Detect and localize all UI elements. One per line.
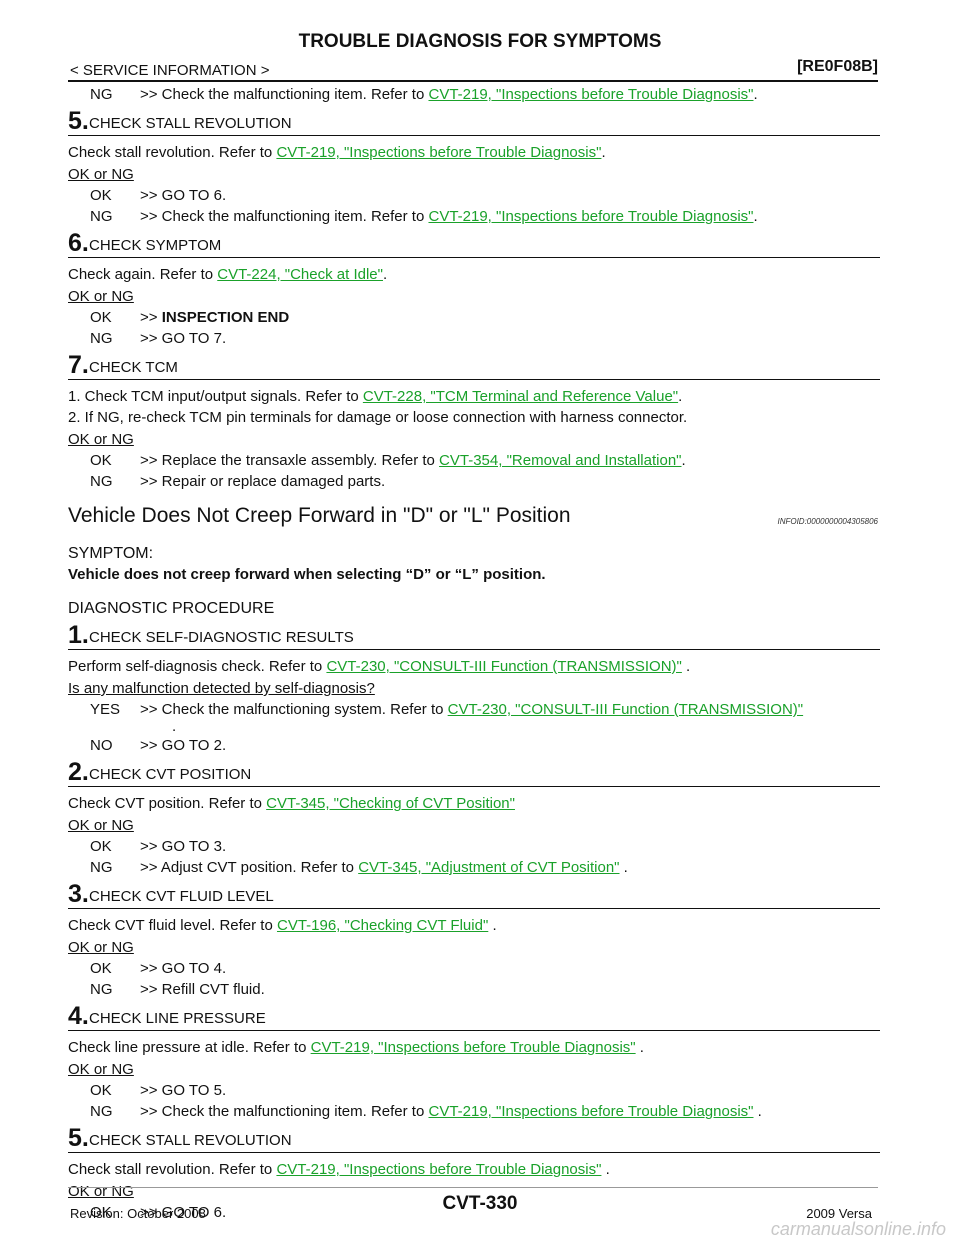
result-ng-row: NG >> Check the malfunctioning item. Refe… — [90, 86, 758, 103]
step-title: CHECK STALL REVOLUTION — [89, 1132, 292, 1149]
instruction-row: Check stall revolution. Refer to CVT-219… — [68, 144, 606, 161]
reference-link[interactable]: CVT-345, "Checking of CVT Position" — [266, 795, 515, 812]
diagnostic-procedure-label: DIAGNOSTIC PROCEDURE — [68, 600, 275, 617]
step-title: CHECK STALL REVOLUTION — [89, 115, 292, 132]
revision-date: Revision: October 2008 — [70, 1206, 206, 1221]
step-number: 4. — [68, 1002, 89, 1030]
step-number: 1. — [68, 621, 89, 649]
result-ng-row: NG>> Repair or replace damaged parts. — [90, 473, 386, 490]
question-label: OK or NG — [68, 939, 134, 956]
instruction-row: Check CVT position. Refer to CVT-345, "C… — [68, 795, 515, 812]
result-ok-row: OK>> Replace the transaxle assembly. Ref… — [90, 452, 686, 469]
step-number: 5. — [68, 107, 89, 135]
step-heading: 5. CHECK STALL REVOLUTION — [68, 107, 880, 136]
instruction-row: Check CVT fluid level. Refer to CVT-196,… — [68, 917, 497, 934]
step-heading: 1. CHECK SELF-DIAGNOSTIC RESULTS — [68, 621, 880, 650]
result-ng-row: NG>> Refill CVT fluid. — [90, 981, 265, 998]
result-ok-row: OK>> GO TO 6. — [90, 1204, 227, 1221]
page-title: TROUBLE DIAGNOSIS FOR SYMPTOMS — [298, 31, 662, 52]
reference-link[interactable]: CVT-219, "Inspections before Trouble Dia… — [276, 1161, 602, 1178]
step-title: CHECK TCM — [89, 359, 178, 376]
inspection-end: INSPECTION END — [161, 309, 290, 326]
reference-link[interactable]: CVT-219, "Inspections before Trouble Dia… — [310, 1039, 636, 1056]
model-code: [RE0F08B] — [797, 58, 878, 75]
question-label: OK or NG — [68, 288, 134, 305]
reference-link[interactable]: CVT-230, "CONSULT-III Function (TRANSMIS… — [326, 658, 682, 675]
step-number: 5. — [68, 1124, 89, 1152]
step-number: 2. — [68, 758, 89, 786]
result-no-row: NO>> GO TO 2. — [90, 737, 227, 754]
step-title: CHECK CVT FLUID LEVEL — [89, 888, 274, 905]
instruction-row: Check stall revolution. Refer to CVT-219… — [68, 1161, 610, 1178]
instruction-row: 1. Check TCM input/output signals. Refer… — [68, 388, 683, 405]
result-yes-row: YES>> Check the malfunctioning system. R… — [90, 701, 804, 718]
result-ok-row: OK>> INSPECTION END — [90, 309, 290, 326]
header-rule — [68, 80, 878, 82]
reference-link[interactable]: CVT-219, "Inspections before Trouble Dia… — [428, 1103, 754, 1120]
step-heading: 7. CHECK TCM — [68, 351, 880, 380]
result-text: >> Check the malfunctioning item. Refer … — [140, 86, 429, 103]
step-heading: 3. CHECK CVT FLUID LEVEL — [68, 880, 880, 909]
symptom-label: SYMPTOM: — [68, 545, 154, 562]
reference-link[interactable]: CVT-354, "Removal and Installation" — [439, 452, 682, 469]
footer-rule — [68, 1187, 878, 1188]
question-label: OK or NG — [68, 817, 134, 834]
step-heading: 4. CHECK LINE PRESSURE — [68, 1002, 880, 1031]
step-heading: 6. CHECK SYMPTOM — [68, 229, 880, 258]
step-title: CHECK LINE PRESSURE — [89, 1010, 266, 1027]
step-title: CHECK SYMPTOM — [89, 237, 222, 254]
result-ng-row: NG>> Check the malfunctioning item. Refe… — [90, 1103, 762, 1120]
reference-link[interactable]: CVT-219, "Inspections before Trouble Dia… — [428, 208, 754, 225]
question-label: OK or NG — [68, 1061, 134, 1078]
result-ng-row: NG>> Check the malfunctioning item. Refe… — [90, 208, 758, 225]
step-number: 3. — [68, 880, 89, 908]
symptom-text: Vehicle does not creep forward when sele… — [68, 566, 546, 583]
result-ok-row: OK>> GO TO 6. — [90, 187, 227, 204]
question-label: Is any malfunction detected by self-diag… — [68, 680, 375, 697]
step-heading: 2. CHECK CVT POSITION — [68, 758, 880, 787]
section-heading: Vehicle Does Not Creep Forward in "D" or… — [68, 502, 880, 530]
reference-link[interactable]: CVT-196, "Checking CVT Fluid" — [276, 917, 489, 934]
reference-link[interactable]: CVT-230, "CONSULT-III Function (TRANSMIS… — [447, 701, 804, 718]
result-ok-row: OK>> GO TO 5. — [90, 1082, 227, 1099]
instruction-row: Check line pressure at idle. Refer to CV… — [68, 1039, 644, 1056]
step-title: CHECK SELF-DIAGNOSTIC RESULTS — [89, 629, 354, 646]
model-year: 2009 Versa — [806, 1206, 872, 1221]
result-ok-row: OK>> GO TO 4. — [90, 960, 227, 977]
reference-link[interactable]: CVT-345, "Adjustment of CVT Position" — [358, 859, 620, 876]
reference-link[interactable]: CVT-219, "Inspections before Trouble Dia… — [428, 86, 754, 103]
instruction-row: Perform self-diagnosis check. Refer to C… — [68, 658, 691, 675]
question-label: OK or NG — [68, 166, 134, 183]
reference-link[interactable]: CVT-228, "TCM Terminal and Reference Val… — [362, 388, 679, 405]
question-label: OK or NG — [68, 431, 134, 448]
reference-link[interactable]: CVT-224, "Check at Idle" — [217, 266, 383, 283]
page-body: NG >> Check the malfunctioning item. Refe… — [68, 84, 880, 1223]
continuation-period: . — [172, 718, 177, 735]
result-ok-row: OK>> GO TO 3. — [90, 838, 227, 855]
section-breadcrumb: < SERVICE INFORMATION > — [70, 62, 270, 79]
info-id: INFOID:0000000004305806 — [777, 517, 878, 526]
section-title: Vehicle Does Not Creep Forward in "D" or… — [68, 504, 571, 527]
instruction-row: 2. If NG, re-check TCM pin terminals for… — [68, 409, 688, 426]
step-title: CHECK CVT POSITION — [89, 766, 252, 783]
step-number: 6. — [68, 229, 89, 257]
page-number: CVT-330 — [442, 1193, 518, 1214]
instruction-row: Check again. Refer to CVT-224, "Check at… — [68, 266, 388, 283]
result-ng-row: NG>> GO TO 7. — [90, 330, 227, 347]
step-number: 7. — [68, 351, 89, 379]
reference-link[interactable]: CVT-219, "Inspections before Trouble Dia… — [276, 144, 602, 161]
result-label: NG — [90, 86, 113, 103]
watermark: carmanualsonline.info — [770, 1219, 946, 1239]
result-ng-row: NG>> Adjust CVT position. Refer to CVT-3… — [90, 859, 628, 876]
step-heading: 5. CHECK STALL REVOLUTION — [68, 1124, 880, 1153]
